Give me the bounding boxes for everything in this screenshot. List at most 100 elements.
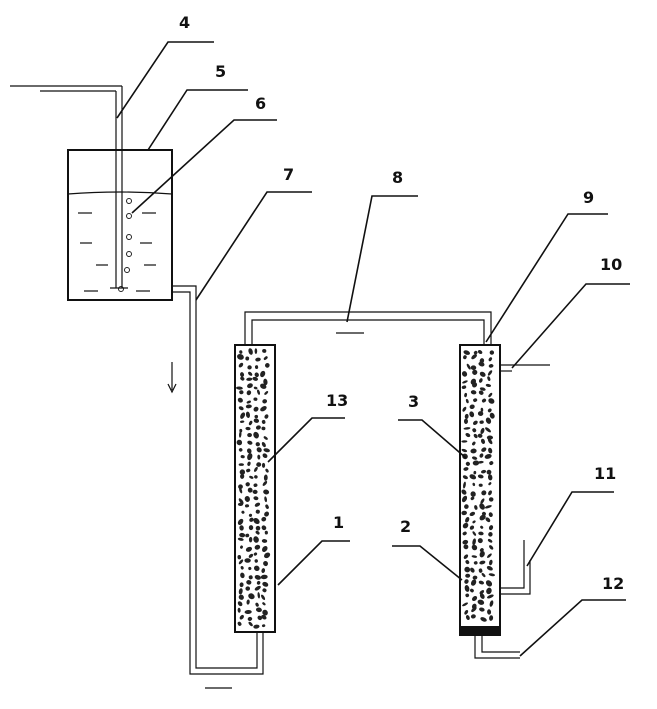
packing-particle (479, 514, 486, 521)
label-7: 7 (283, 165, 294, 184)
packing-particle (464, 579, 469, 584)
packing-particle (246, 448, 252, 454)
packing-particle (471, 354, 477, 360)
packing-particle (488, 512, 493, 517)
packing-particle (254, 502, 261, 507)
packing-particle (239, 350, 243, 354)
packing-particle (472, 460, 480, 466)
packing-particle (249, 517, 254, 522)
label-11: 11 (594, 464, 616, 483)
packing-particle (248, 621, 253, 627)
packing-particle (248, 348, 253, 355)
packing-particle (253, 406, 259, 412)
packing-particle (254, 414, 259, 419)
packing-particle (260, 406, 267, 412)
packing-particle (470, 448, 477, 454)
packing-particle (263, 378, 268, 386)
packing-particle (463, 355, 467, 360)
packing-particle (238, 448, 243, 452)
side-tube (500, 540, 531, 595)
packing-particle (261, 624, 266, 628)
packing-particle (262, 588, 267, 593)
packing-particle (263, 474, 268, 481)
packing-particle (488, 532, 493, 537)
inlet-pipe (10, 85, 128, 289)
packing-particle (261, 419, 266, 424)
packing-particle (488, 497, 494, 502)
packing-particle (247, 432, 252, 438)
packing-particle (238, 362, 244, 368)
packing-particle (461, 385, 467, 389)
packing-particle (264, 530, 268, 535)
packing-particle (473, 561, 478, 565)
packing-particle (264, 362, 270, 368)
packing-particle (462, 475, 468, 480)
packing-particle (239, 390, 244, 395)
packing-particle (254, 348, 258, 355)
packing-particle (472, 575, 478, 580)
packing-particle (488, 490, 492, 496)
packing-particle (487, 474, 493, 481)
packing-particle (472, 369, 478, 375)
packing-particle (255, 525, 261, 531)
packing-particle (237, 537, 244, 541)
packing-particle (464, 585, 470, 592)
packing-particle (247, 616, 253, 621)
packing-particle (489, 545, 494, 550)
packing-particle (480, 438, 486, 444)
packing-particle (472, 428, 477, 433)
packing-particle (248, 420, 253, 426)
packing-particle (487, 408, 492, 413)
packing-particle (463, 418, 468, 424)
packing-particle (461, 495, 468, 503)
packing-particle (488, 398, 495, 404)
packing-particle (471, 456, 478, 460)
packing-particle (253, 536, 259, 543)
packing-particle (261, 568, 266, 574)
packing-particle (237, 353, 244, 360)
packing-particle (463, 427, 471, 430)
packing-particle (253, 624, 260, 629)
packing-particle (245, 356, 250, 361)
packing-particle (254, 559, 258, 563)
packing-particle (253, 518, 260, 525)
packing-particle (469, 525, 475, 530)
packing-particle (248, 566, 252, 571)
packing-particle (463, 467, 469, 471)
packing-particle (465, 560, 470, 565)
packing-particle (246, 468, 251, 473)
packing-particle (479, 420, 484, 424)
packing-particle (479, 607, 485, 612)
packing-particle (265, 504, 269, 510)
packing-particle (473, 433, 478, 439)
packing-particle (237, 518, 244, 525)
packing-particle (263, 489, 270, 495)
packing-particle (461, 510, 467, 516)
packing-particle (481, 490, 487, 496)
packing-particle (480, 525, 484, 529)
packing-particle (488, 364, 494, 368)
part-labels: 4 5 6 7 8 9 10 13 3 1 2 11 12 (179, 13, 624, 593)
packing-particle (238, 498, 244, 505)
packing-particle (462, 602, 469, 607)
packing-particle (248, 553, 254, 558)
packing-particle (465, 516, 470, 523)
packing-particle (238, 594, 244, 600)
packing-particle (485, 417, 492, 424)
packing-particle (260, 574, 268, 580)
packing-particle (473, 350, 478, 355)
packing-particle (247, 383, 253, 389)
packing-particle (464, 609, 469, 615)
packing-particle (238, 559, 244, 565)
packing-particle (462, 522, 469, 529)
packing-particle (470, 588, 474, 593)
flow-arrow (167, 362, 177, 394)
packing-particle (256, 462, 262, 467)
packing-particle (241, 510, 245, 514)
packing-particle (239, 614, 244, 620)
packing-particle (477, 350, 483, 355)
packing-particle (252, 489, 258, 495)
label-1: 1 (333, 513, 344, 532)
packing-particle (465, 573, 471, 578)
packing-particle (239, 532, 246, 538)
